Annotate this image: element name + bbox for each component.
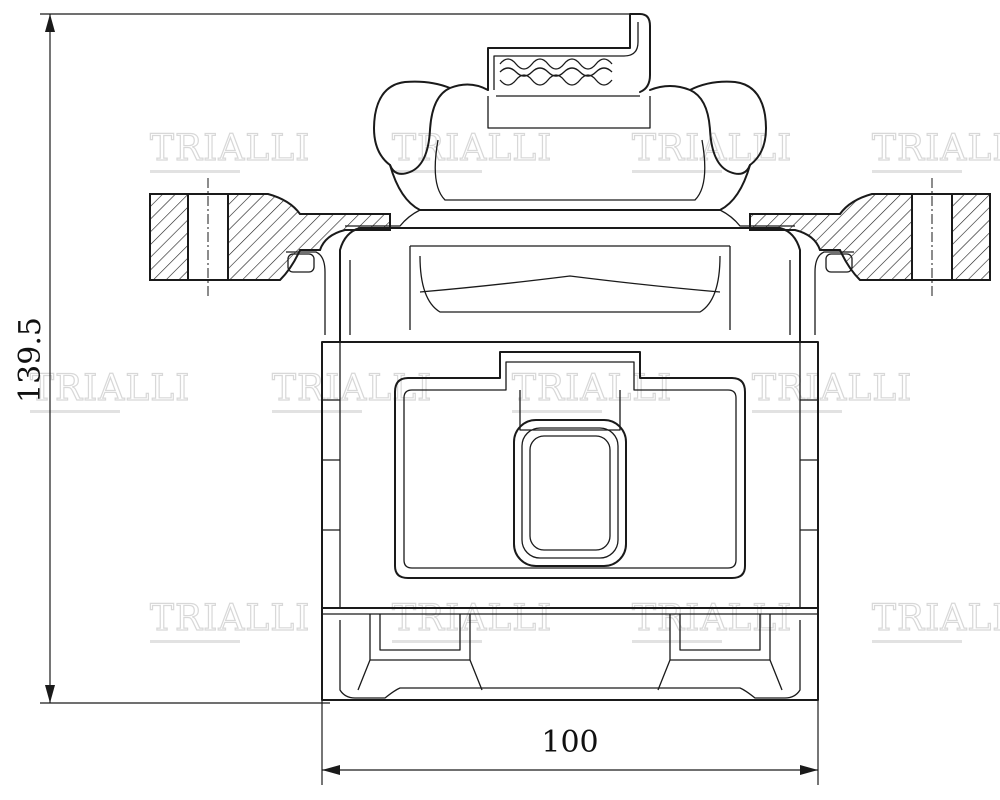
- svg-text:TRIALLI: TRIALLI: [30, 368, 190, 409]
- mounting-flange-left: [149, 178, 391, 296]
- watermark: TRIALLI: [871, 127, 1000, 173]
- width-dimension-label: 100: [541, 725, 598, 760]
- watermark: TRIALLI: [391, 597, 552, 643]
- watermark: TRIALLI: [149, 127, 310, 173]
- svg-text:TRIALLI: TRIALLI: [872, 598, 1000, 639]
- watermark: TRIALLI: [271, 367, 432, 413]
- svg-text:TRIALLI: TRIALLI: [392, 598, 552, 639]
- height-dimension-label: 139.5: [13, 317, 48, 403]
- watermark: TRIALLI: [29, 367, 190, 413]
- svg-text:TRIALLI: TRIALLI: [392, 128, 552, 169]
- watermark: TRIALLI: [511, 367, 672, 413]
- hose-fitting: [487, 13, 651, 97]
- watermark: TRIALLI: [391, 127, 552, 173]
- mounting-flange-right: [749, 178, 991, 296]
- upper-housing: [345, 80, 795, 227]
- watermark: TRIALLI: [149, 597, 310, 643]
- svg-text:TRIALLI: TRIALLI: [512, 368, 672, 409]
- height-dimension: 139.5: [13, 13, 640, 704]
- width-dimension: 100: [321, 700, 819, 785]
- svg-text:TRIALLI: TRIALLI: [872, 128, 1000, 169]
- piston-housing: [286, 227, 854, 343]
- svg-text:TRIALLI: TRIALLI: [632, 598, 792, 639]
- watermark: TRIALLI: [751, 367, 912, 413]
- watermark: TRIALLI: [631, 597, 792, 643]
- svg-text:TRIALLI: TRIALLI: [150, 128, 310, 169]
- svg-text:TRIALLI: TRIALLI: [150, 598, 310, 639]
- svg-text:TRIALLI: TRIALLI: [272, 368, 432, 409]
- watermark: TRIALLI: [871, 597, 1000, 643]
- watermarks: TRIALLI TRIALLI TRIALLI TRIALLI TRIALLI …: [29, 127, 1000, 643]
- svg-text:TRIALLI: TRIALLI: [752, 368, 912, 409]
